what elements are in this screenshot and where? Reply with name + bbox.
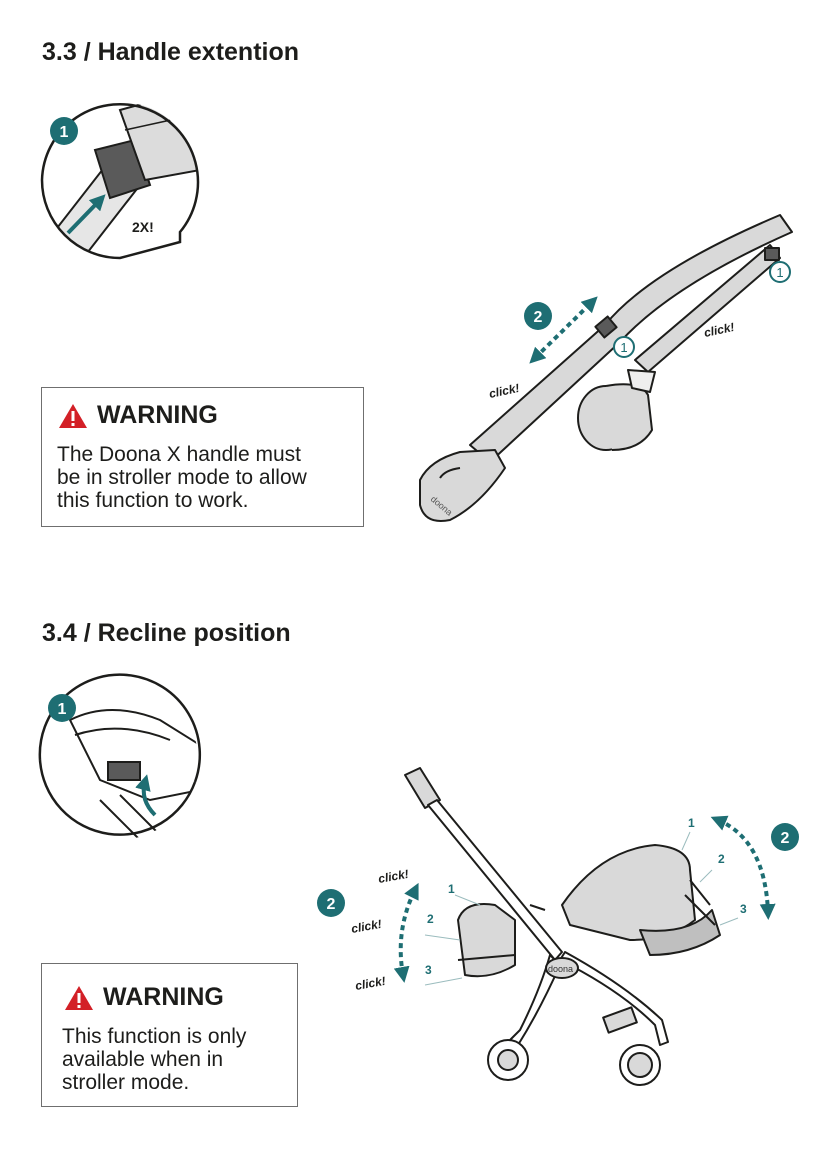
recline-arrow-left (393, 882, 419, 983)
step-badge-outline (613, 336, 635, 358)
step-badge (48, 694, 76, 722)
step-badge-label: 1 (60, 124, 69, 141)
click-label: click! (488, 381, 521, 401)
warning-triangle-icon (65, 985, 93, 1010)
handle-illustration (419, 214, 793, 522)
step-badge-label: 1 (620, 340, 627, 355)
brand-logo: doona (548, 964, 573, 974)
warning-line: available when in (62, 1048, 224, 1071)
stroller-illustration (404, 767, 721, 1086)
step-badge-label: 2 (534, 309, 543, 326)
warning-text: This function is only available when in … (62, 1025, 246, 1094)
warning-line: this function to work. (57, 489, 249, 512)
warning-triangle-icon (59, 403, 87, 428)
step-badge (524, 302, 552, 330)
warning-line: be in stroller mode to allow (57, 466, 307, 489)
click-label: click! (354, 974, 387, 993)
warning-title: WARNING (97, 401, 218, 429)
warning-header: WARNING (64, 983, 224, 1012)
warning-title: WARNING (103, 983, 224, 1011)
step-badge-label: 1 (58, 701, 67, 718)
repeat-label: 2X! (132, 219, 154, 235)
section-heading-handle-extension: 3.3 / Handle extention (42, 38, 300, 66)
position-label: 2 (718, 852, 725, 866)
warning-line: The Doona X handle must (57, 443, 301, 466)
warning-text: The Doona X handle must be in stroller m… (57, 443, 307, 512)
position-label: 1 (688, 816, 695, 830)
recline-arrow-right (710, 815, 776, 920)
click-label: click! (377, 867, 410, 886)
warning-header: WARNING (58, 401, 218, 430)
handle-detail-inset (40, 102, 200, 260)
warning-line: This function is only (62, 1025, 247, 1048)
position-label: 3 (740, 902, 747, 916)
section-heading-recline-position: 3.4 / Recline position (42, 619, 291, 647)
warning-box-handle: WARNING The Doona X handle must be in st… (41, 387, 364, 527)
step-badge (317, 889, 345, 917)
position-label: 3 (425, 963, 432, 977)
extend-arrow (529, 296, 598, 364)
warning-line: stroller mode. (62, 1071, 190, 1094)
step-badge-outline (769, 261, 791, 283)
position-label: 2 (427, 912, 434, 926)
warning-box-recline: WARNING This function is only available … (41, 963, 298, 1107)
step-badge-label: 2 (781, 830, 790, 847)
step-badge-label: 2 (327, 896, 336, 913)
step-badge (771, 823, 799, 851)
click-label: click! (703, 320, 736, 340)
step-badge-label: 1 (776, 265, 783, 280)
step-badge (50, 117, 78, 145)
click-label: click! (350, 917, 383, 936)
position-label: 1 (448, 882, 455, 896)
